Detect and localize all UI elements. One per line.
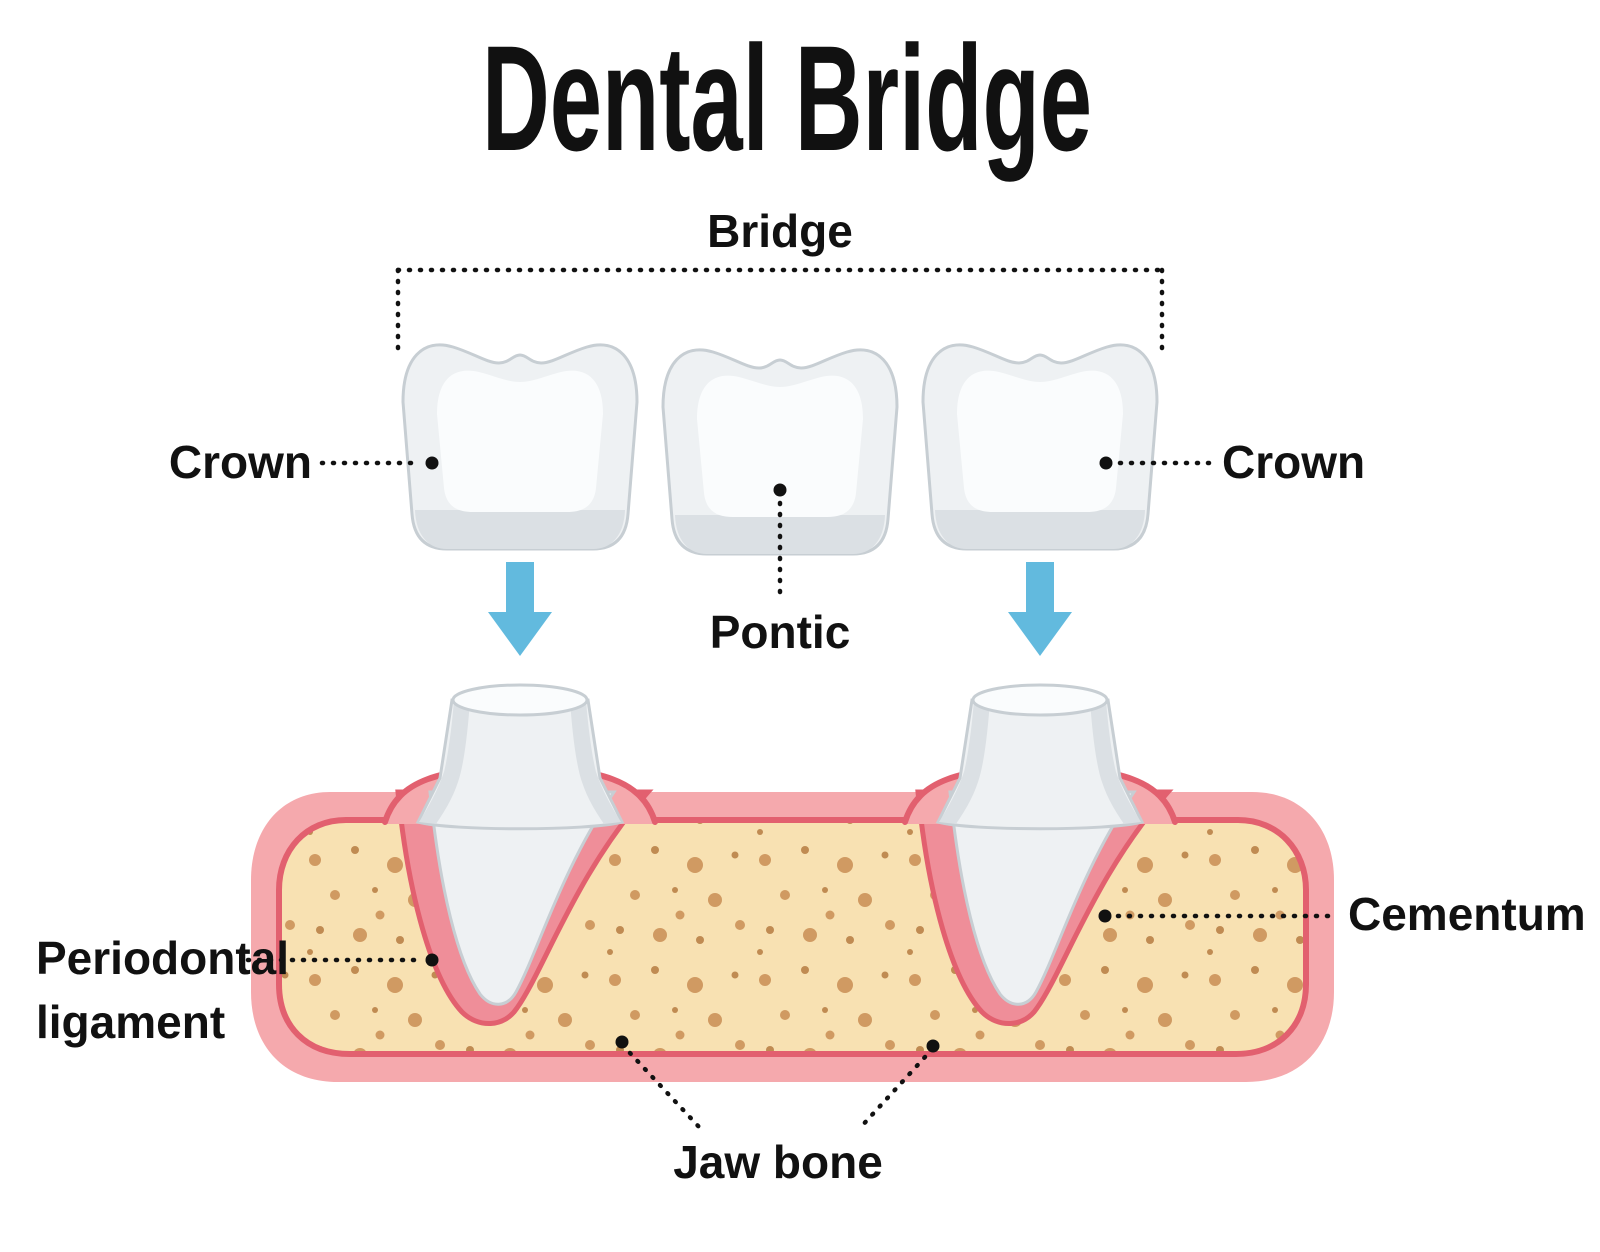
pontic-pointer-dot <box>773 483 787 497</box>
cementum-pointer-dot <box>1098 909 1112 923</box>
crown-left <box>401 343 639 551</box>
down-arrow-icon-left <box>488 562 552 656</box>
down-arrow-icon-right <box>1008 562 1072 656</box>
periodontal-ligament-label-line1: Periodontal <box>36 932 289 984</box>
periodontal-pointer-dot <box>425 953 439 967</box>
jaw-illustration <box>251 685 1334 1082</box>
jawbone-pointer-dot-right <box>926 1039 940 1053</box>
pontic-label: Pontic <box>710 606 851 658</box>
page-title: Dental Bridge <box>482 14 1092 182</box>
crown-left-label: Crown <box>169 436 312 488</box>
crown-right <box>921 343 1159 551</box>
jaw-bone-label: Jaw bone <box>673 1136 883 1188</box>
cementum-label: Cementum <box>1348 888 1586 940</box>
crown-right-label: Crown <box>1222 436 1365 488</box>
bridge-label: Bridge <box>707 205 853 257</box>
periodontal-ligament-label-line2: ligament <box>36 996 225 1048</box>
crown-left-pointer-dot <box>425 456 439 470</box>
gum-inner-line <box>276 817 1309 1057</box>
jawbone-leader-right <box>857 1054 928 1131</box>
crown-right-pointer-dot <box>1099 456 1113 470</box>
jawbone-pointer-dot-left <box>615 1035 629 1049</box>
